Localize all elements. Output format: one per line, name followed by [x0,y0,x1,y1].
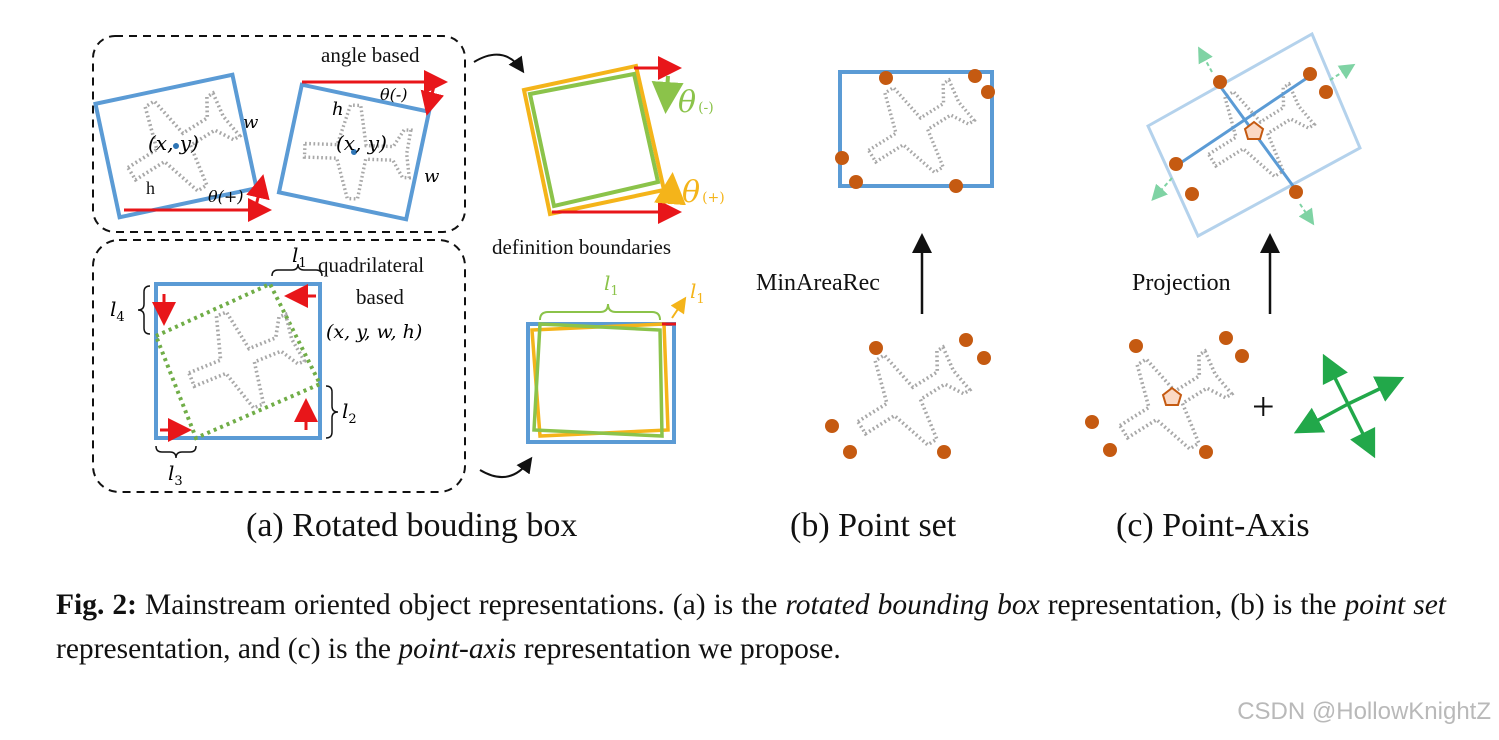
sublabel-a: (a) Rotated bouding box [246,507,577,544]
theta-pos-sub: (+) [702,190,725,206]
boundary-box-yellow [521,63,667,217]
theta-neg-sub: (-) [698,100,714,116]
axis-arrow-3 [1347,376,1405,406]
theta-neg-arrow-green [651,75,684,114]
label-theta-pos: θ(+) [208,187,244,206]
center-pentagon [1243,120,1265,140]
axis-line-2 [1175,74,1311,168]
quad-title-2: based [356,285,404,309]
label-w-1: w [243,112,259,133]
theta-pos-big: θ [682,175,700,210]
proj-arrow-4 [1298,203,1315,226]
svg-text:l4: l4 [110,297,125,325]
sublabel-b: (b) Point set [790,507,957,544]
l2-sub: 2 [348,412,356,427]
proj-arrow-2 [1329,63,1356,81]
sublabel-c: (c) Point-Axis [1116,507,1310,544]
plus-sign: + [1252,384,1275,429]
theta-pos-rotation-arrow [246,174,270,207]
label-w-2: w [424,166,440,187]
rotated-box-theta-neg [276,82,432,222]
point-set-bottom [825,333,991,459]
caption-text-2: representation, (b) is the [1039,589,1345,621]
label-h-1: h [146,178,155,198]
bl1-label: l [604,271,610,295]
label-xy-2: (x, y) [336,131,387,155]
rotated-box-theta-pos [93,72,259,220]
figure: angle based (x, y) w h θ(+) (x, y) h w θ… [92,31,1405,544]
l1-label: l [292,243,298,267]
outer-box-quad [154,282,322,440]
brace-l1 [271,263,323,277]
quadrilateral-region [92,239,466,493]
brace-l4 [137,285,151,335]
figure-caption: Fig. 2: Mainstream oriented object repre… [56,583,1446,671]
projected-box [1146,31,1362,239]
caption-fig-label: Fig. 2: [56,589,137,621]
bl1b-arrow [670,296,687,319]
angle-based-title: angle based [321,43,420,67]
axis-arrow-2 [1346,403,1376,459]
definition-boundaries-label: definition boundaries [492,235,671,259]
quad-boundary-yellow [530,322,670,438]
watermark: CSDN @HollowKnightZ [1237,698,1491,725]
caption-emph-3: point-axis [398,633,517,665]
svg-text:l3: l3 [168,461,183,489]
quad-boundary-green [532,322,664,438]
brace-bl1 [539,303,661,321]
svg-text:l1: l1 [690,279,705,307]
point-axis-bottom-points [1085,331,1249,459]
caption-text-3: representation, and (c) is the [56,633,399,665]
svg-text:l1: l1 [604,271,619,299]
label-h-2: h [332,99,344,120]
l1-sub: 1 [298,256,306,271]
center-point [173,143,179,149]
quadrilateral-box [153,281,323,441]
connector-arrow-bottom [479,456,533,479]
panel-b: MinAreaRec (b) Point set [756,58,995,544]
axis-arrow-1 [1322,353,1350,405]
svg-text:l1: l1 [292,243,307,271]
quad-boundary-blue [526,322,676,444]
quad-title-1: quadrilateral [318,253,424,277]
l2-label: l [342,399,348,423]
point-set-top [835,69,995,193]
min-area-rect [838,70,994,188]
angle-based-region [92,35,466,233]
point-axis-points [1169,67,1333,201]
label-xy-1: (x, y) [148,131,199,155]
svg-text:θ(+): θ(+) [682,175,725,210]
boundary-box-green [527,71,661,209]
theta-pos-arrow-yellow [654,172,686,206]
bl1b-label: l [690,279,696,303]
proj-arrow-1 [1198,46,1213,73]
proj-arrow-3 [1151,177,1173,201]
bl1b-sub: 1 [696,292,704,307]
panel-a: angle based (x, y) w h θ(+) (x, y) h w θ… [92,35,725,544]
caption-text-4: representation we propose. [516,633,841,665]
brace-l3 [155,445,197,459]
connector-arrow-top [473,53,525,74]
minarearec-label: MinAreaRec [756,270,880,296]
brace-l2 [325,385,339,439]
caption-emph-2: point set [1344,589,1446,621]
theta-neg-big: θ [678,85,696,120]
caption-emph-1: rotated bounding box [785,589,1040,621]
l3-label: l [168,461,174,485]
axis-arrow-4 [1293,402,1349,434]
theta-neg-rotation-arrow [420,85,445,116]
l4-sub: 4 [116,310,124,325]
center-pentagon-bottom [1161,386,1183,406]
l3-sub: 3 [174,474,182,489]
svg-text:l2: l2 [342,399,357,427]
svg-text:θ(-): θ(-) [678,85,714,120]
center-point-2 [351,149,357,155]
quad-params: (x, y, w, h) [326,321,422,343]
panel-c: Projection + (c) Point-Axis [1085,31,1405,544]
l4-label: l [110,297,116,321]
caption-text-1: Mainstream oriented object representatio… [136,589,786,621]
projection-label: Projection [1132,270,1231,296]
label-theta-neg: θ(-) [380,85,408,104]
bl1-sub: 1 [610,284,618,299]
